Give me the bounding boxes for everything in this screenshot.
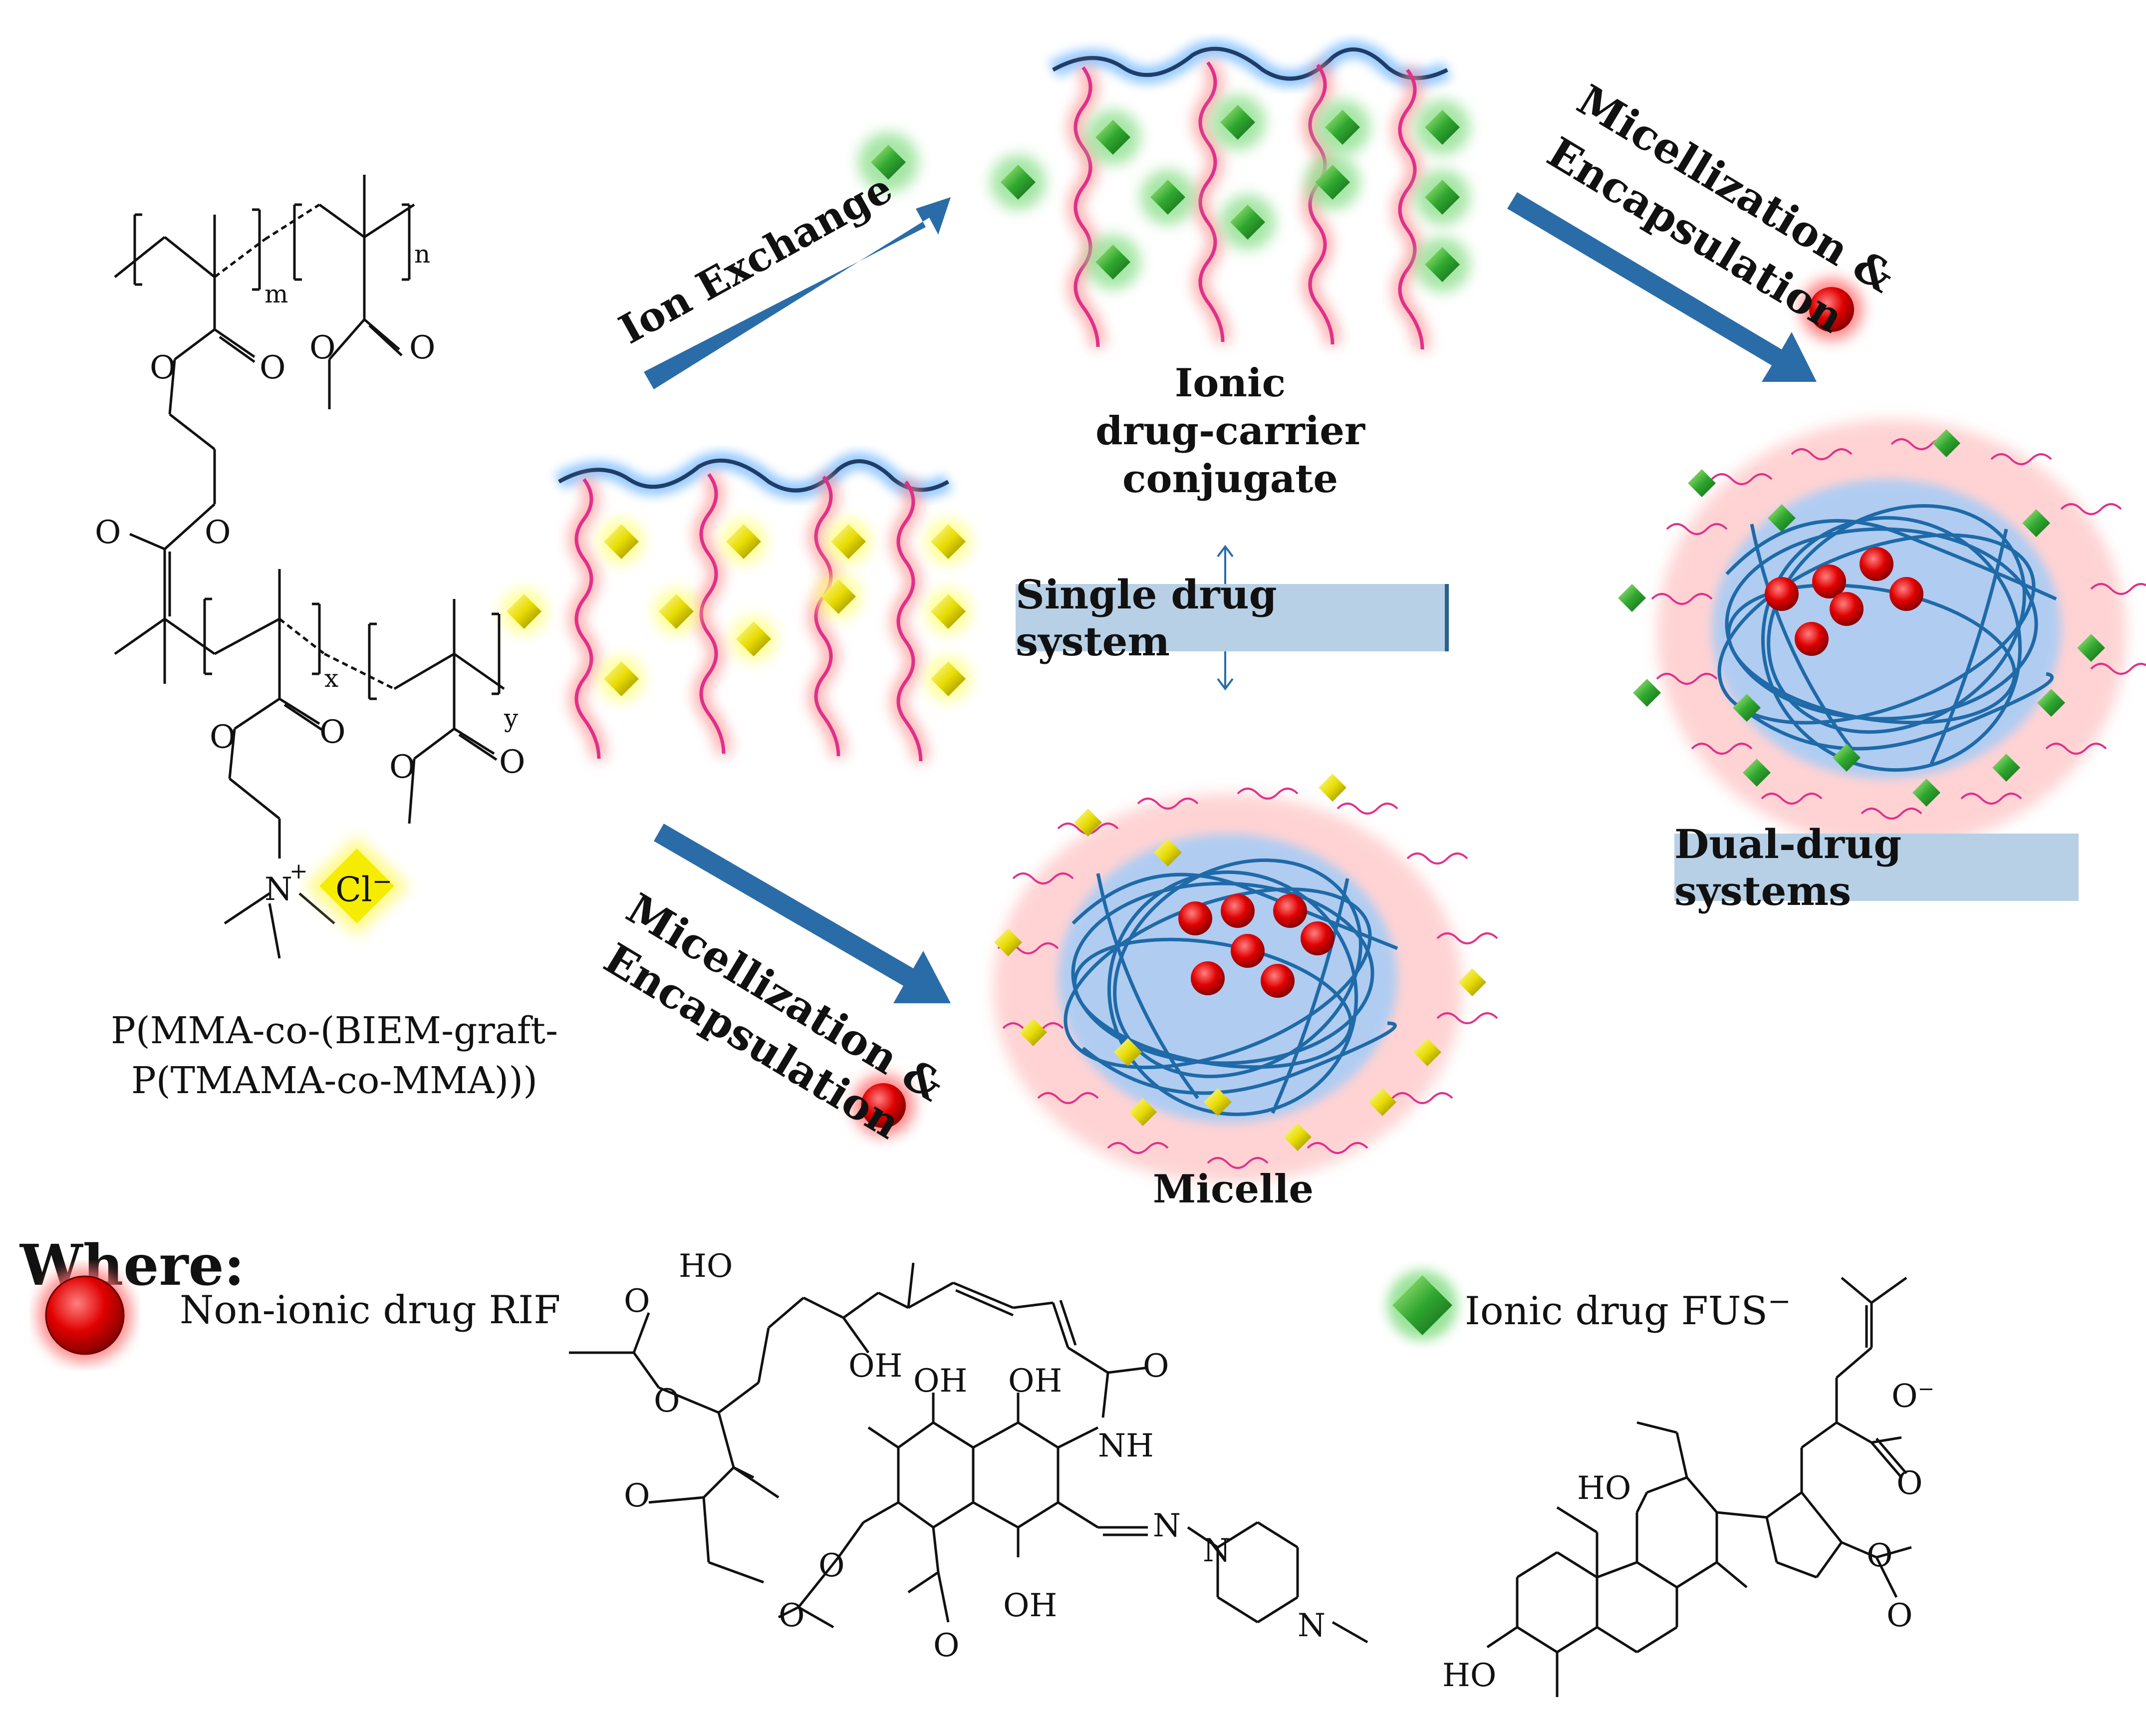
green-diamond-icon bbox=[871, 145, 906, 180]
atom-label: N bbox=[1203, 1532, 1231, 1569]
atom-label: O bbox=[654, 1383, 680, 1420]
polymer-structure bbox=[114, 175, 505, 959]
atom-label: OH bbox=[1008, 1363, 1063, 1400]
atom-label: O bbox=[818, 1547, 845, 1584]
micelle-caption: Micelle bbox=[1153, 1166, 1314, 1212]
rif-structure bbox=[569, 1262, 1368, 1644]
atom-label: O bbox=[1896, 1465, 1923, 1502]
polymer-name: P(MMA-co-(BIEM-graft- P(TMAMA-co-MMA))) bbox=[60, 1006, 609, 1106]
atom-label: O bbox=[499, 744, 526, 781]
atom-label: n bbox=[414, 240, 431, 269]
chloride-symbol: Cl bbox=[335, 870, 372, 910]
atom-label: m bbox=[265, 280, 288, 308]
carrier-fus bbox=[858, 39, 1470, 350]
micellization-arrow-bottom bbox=[654, 824, 951, 1003]
atom-label: O bbox=[150, 349, 176, 386]
micelle-dual bbox=[1618, 419, 2146, 849]
atom-label: O bbox=[409, 329, 436, 366]
atom-label: O bbox=[1143, 1348, 1169, 1385]
ionic-conjugate-caption: Ionic drug-carrier conjugate bbox=[1090, 359, 1370, 503]
atom-label: O bbox=[309, 329, 336, 366]
caption-line: Ionic bbox=[1174, 360, 1286, 406]
atom-label: O bbox=[95, 514, 121, 551]
caption-line: drug-carrier bbox=[1095, 408, 1365, 454]
atom-label: O bbox=[624, 1283, 650, 1320]
micelle-single bbox=[993, 774, 1498, 1183]
micellization-arrow-top bbox=[1507, 192, 1817, 382]
atom-label: N bbox=[1153, 1507, 1181, 1544]
atom-label: NH bbox=[1098, 1428, 1154, 1464]
dual-drug-systems-box: Dual-drug systems bbox=[1674, 821, 2079, 914]
yellow-diamond-icon bbox=[994, 774, 1486, 1151]
ion-exchange-arrow bbox=[644, 197, 951, 389]
green-diamond-icon bbox=[1618, 429, 2105, 807]
carrier-cl bbox=[502, 451, 971, 762]
red-sphere-icon bbox=[37, 1268, 132, 1363]
red-sphere-icon bbox=[1178, 894, 1335, 998]
chloride-charge: − bbox=[372, 868, 392, 895]
non-ionic-drug-label: Non-ionic drug RIF bbox=[180, 1288, 561, 1333]
ionic-drug-label: Ionic drug FUS bbox=[1465, 1289, 1768, 1334]
atom-label: O bbox=[389, 749, 416, 786]
atom-label: N bbox=[265, 871, 292, 908]
atom-label: HO bbox=[679, 1248, 733, 1285]
atom-label: O bbox=[210, 719, 236, 756]
yellow-diamond-icon bbox=[502, 519, 971, 701]
red-sphere-icon bbox=[1765, 547, 1923, 656]
chloride-counterion bbox=[304, 836, 409, 936]
atom-label: y bbox=[504, 704, 519, 733]
carboxylate-oxygen: O bbox=[1891, 1378, 1918, 1415]
green-diamond-icon bbox=[991, 95, 1470, 292]
atom-label: O bbox=[933, 1627, 960, 1664]
atom-label: + bbox=[289, 859, 308, 884]
caption-line: conjugate bbox=[1122, 456, 1338, 502]
atom-label: O bbox=[1867, 1537, 1893, 1574]
atom-label: OH bbox=[913, 1363, 968, 1400]
atom-label: HO bbox=[1442, 1657, 1497, 1694]
atom-label: HO bbox=[1577, 1470, 1631, 1507]
atom-label: O− bbox=[1891, 1378, 1934, 1415]
chloride-label: Cl− bbox=[335, 868, 392, 910]
atom-label: OH bbox=[1003, 1587, 1058, 1624]
red-sphere-icon bbox=[852, 279, 1863, 1137]
atom-label: O bbox=[260, 349, 286, 386]
polymer-name-line: P(TMAMA-co-MMA))) bbox=[131, 1059, 538, 1102]
atom-label: O bbox=[779, 1597, 805, 1634]
atom-label: N bbox=[1298, 1607, 1326, 1644]
atom-label: OH bbox=[848, 1348, 903, 1385]
atom-label: O bbox=[205, 514, 231, 551]
atom-label: x bbox=[324, 664, 339, 693]
polymer-name-line: P(MMA-co-(BIEM-graft- bbox=[111, 1009, 558, 1052]
atom-label: O bbox=[624, 1477, 650, 1514]
fus-structure bbox=[1486, 1276, 1912, 1697]
ionic-drug-charge: − bbox=[1767, 1285, 1791, 1318]
green-diamond-icon bbox=[1387, 1270, 1457, 1340]
carboxylate-charge: − bbox=[1917, 1378, 1934, 1401]
atom-label: O bbox=[1886, 1597, 1913, 1634]
single-drug-system-box: Single drug system bbox=[1016, 571, 1449, 665]
atom-label: O bbox=[319, 714, 346, 751]
